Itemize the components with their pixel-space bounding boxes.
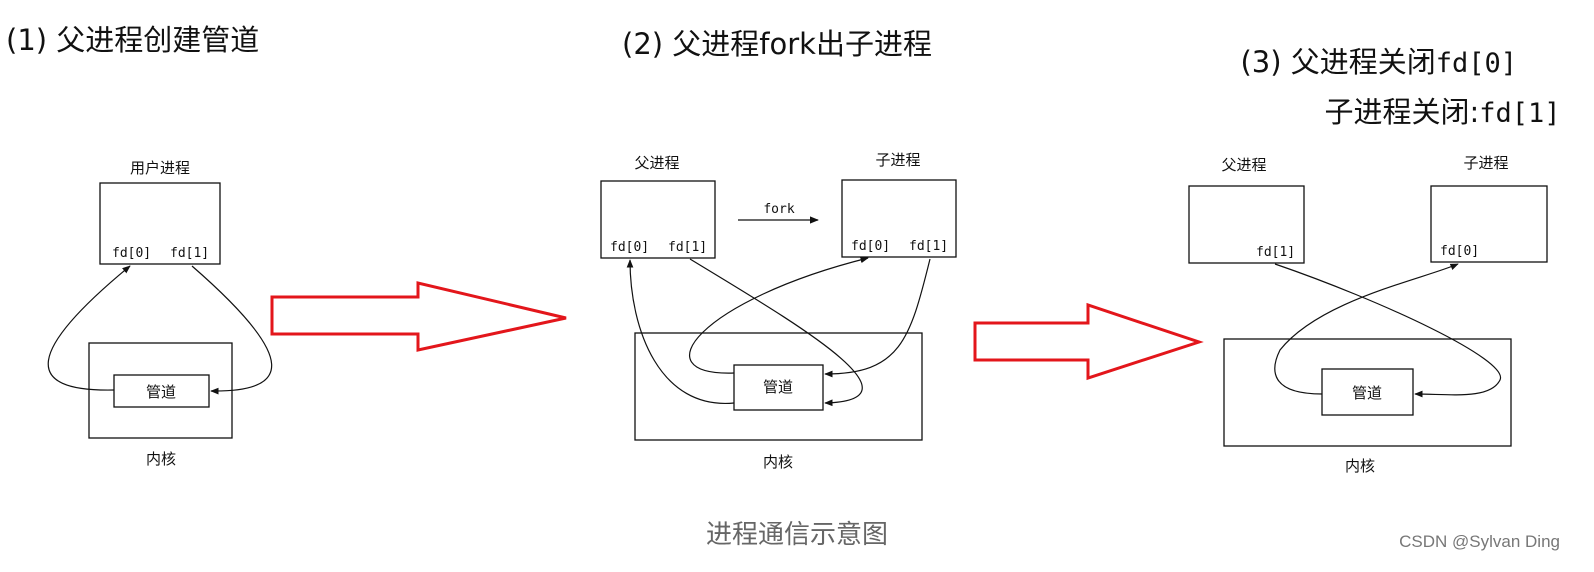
p2-child-fd0: fd[0] (851, 239, 890, 254)
step3-line2-text: 子进程关闭: (1324, 95, 1480, 129)
user-process-label: 用户进程 (130, 159, 190, 177)
transition-arrow-2 (973, 302, 1204, 381)
user-process-box (99, 182, 221, 265)
p2-child-label: 子进程 (875, 151, 920, 169)
p3-child-read-arrow (1274, 263, 1459, 395)
p1-kernel-label: 内核 (146, 450, 176, 468)
p2-fork-label: fork (763, 202, 794, 217)
step2-heading: (2) 父进程fork出子进程 (622, 27, 932, 61)
p3-child-box (1430, 185, 1548, 263)
p1-write-arrow (191, 265, 273, 395)
p2-parent-box (600, 180, 716, 259)
p2-child-box (841, 179, 957, 258)
p2-child-write-arrow (824, 258, 931, 378)
p1-pipe-label: 管道 (146, 383, 176, 401)
figure-caption: 进程通信示意图 (705, 520, 888, 550)
p2-parent-fd0: fd[0] (610, 240, 649, 255)
p2-pipe-box (733, 364, 824, 411)
watermark: CSDN @Sylvan Ding (1399, 532, 1560, 551)
step1-heading: (1) 父进程创建管道 (6, 23, 260, 57)
p2-kernel-box (634, 332, 923, 441)
p3-parent-write-arrow (1274, 263, 1501, 398)
p3-parent-box (1188, 185, 1305, 264)
p1-read-arrow (47, 265, 131, 391)
p3-pipe-box (1321, 368, 1414, 416)
p3-parent-fd: fd[1] (1256, 245, 1295, 260)
p1-pipe-box (113, 374, 210, 408)
p2-pipe-label: 管道 (763, 378, 793, 396)
step3-line1-fd: fd[0] (1435, 48, 1518, 79)
p1-fd1-label: fd[1] (170, 246, 209, 261)
p3-child-label: 子进程 (1463, 154, 1508, 172)
panel1: 用户进程 fd[0] fd[1] 管道 内核 (47, 159, 273, 468)
p3-parent-label: 父进程 (1221, 156, 1266, 174)
p3-child-fd: fd[0] (1440, 244, 1479, 259)
p3-kernel-label: 内核 (1345, 457, 1375, 475)
panel3: 父进程 子进程 fd[1] fd[0] 管道 内核 (1188, 154, 1548, 475)
p2-parent-read-arrow (626, 259, 735, 404)
p1-fd0-label: fd[0] (112, 246, 151, 261)
step3-line2-fd: fd[1] (1479, 98, 1561, 129)
p2-parent-write-arrow (689, 258, 863, 407)
p2-parent-label: 父进程 (634, 154, 679, 172)
transition-arrow-1 (270, 281, 567, 352)
panel2: 父进程 子进程 fd[0] fd[1] fd[0] fd[1] fork 管道 … (600, 151, 957, 471)
step3-heading-line2: 子进程关闭:fd[1] (1306, 58, 1561, 132)
p2-child-read-arrow (689, 256, 869, 374)
p3-kernel-box (1223, 338, 1512, 447)
p3-pipe-label: 管道 (1352, 384, 1382, 402)
p2-parent-fd1: fd[1] (668, 240, 707, 255)
p2-kernel-label: 内核 (763, 453, 793, 471)
step3-heading-line1: (3) 父进程关闭fd[0] (1222, 8, 1517, 82)
p2-child-fd1: fd[1] (909, 239, 948, 254)
step3-line1-text: (3) 父进程关闭 (1240, 45, 1436, 79)
